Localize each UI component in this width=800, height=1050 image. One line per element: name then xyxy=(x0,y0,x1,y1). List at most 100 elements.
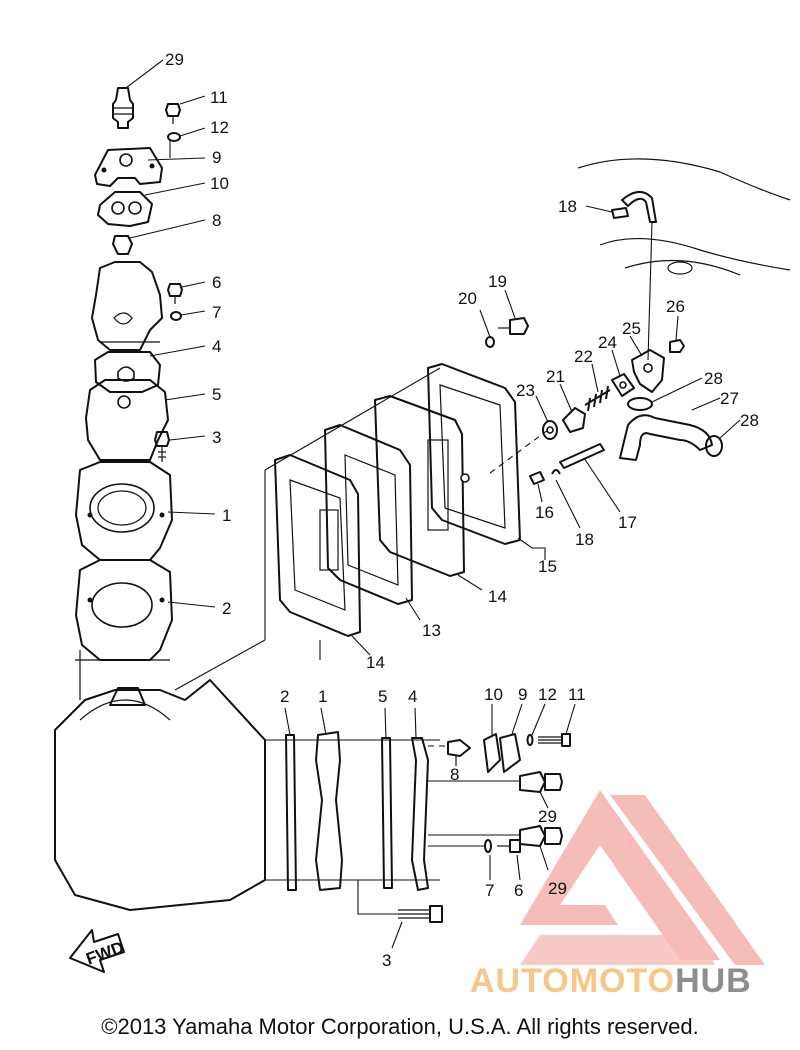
spark-plug-top xyxy=(112,87,134,129)
callout-3-bottom: 3 xyxy=(382,951,391,970)
plate-5-side xyxy=(381,737,393,889)
callout-24: 24 xyxy=(598,333,617,352)
copyright-notice: ©2013 Yamaha Motor Corporation, U.S.A. A… xyxy=(101,1014,699,1039)
outer-cover-1-top xyxy=(75,461,173,561)
anode-8-top xyxy=(112,235,133,255)
gasket-2-side xyxy=(285,734,297,891)
thermostat-21 xyxy=(562,407,586,433)
callout-5-top: 5 xyxy=(212,385,221,404)
callout-18-hose: 18 xyxy=(558,197,577,216)
bolt-6-side xyxy=(497,839,521,853)
washer-7-side xyxy=(484,839,492,853)
washer-7-top xyxy=(170,311,182,321)
callout-16: 16 xyxy=(535,503,554,522)
callout-28-a: 28 xyxy=(704,369,723,388)
callout-7-top: 7 xyxy=(212,303,221,322)
callout-17: 17 xyxy=(618,513,637,532)
callout-19: 19 xyxy=(488,272,507,291)
washer-12-side xyxy=(526,734,534,746)
callout-20: 20 xyxy=(458,289,477,308)
cover-plate-top xyxy=(91,261,163,351)
cover-9-top xyxy=(94,147,163,187)
callout-29-top: 29 xyxy=(165,50,184,69)
plate-5-top xyxy=(85,379,169,461)
anode-8-side xyxy=(447,739,471,766)
gasket-10-side xyxy=(483,733,501,773)
callout-10-bottom: 10 xyxy=(484,685,503,704)
watermark-logo xyxy=(520,790,765,965)
callout-27: 27 xyxy=(720,389,739,408)
callout-9-top: 9 xyxy=(212,148,221,167)
callout-15: 15 xyxy=(538,557,557,576)
gasket-4-top xyxy=(94,351,161,393)
watermark-text-part2: HUB xyxy=(675,962,752,1000)
callout-10-top: 10 xyxy=(210,174,229,193)
bolt-6-top xyxy=(167,283,183,304)
clamp-28-b xyxy=(705,435,723,457)
callout-21: 21 xyxy=(546,367,565,386)
callout-3-top: 3 xyxy=(212,428,221,447)
bolt-11-side xyxy=(538,733,571,747)
bolt-19 xyxy=(498,317,529,335)
callout-4-top: 4 xyxy=(212,337,221,356)
callout-14-b: 14 xyxy=(366,653,385,672)
callout-29-bottom: 29 xyxy=(548,879,567,898)
callout-13: 13 xyxy=(422,621,441,640)
sensor-29-bottom xyxy=(519,825,563,847)
callout-29-mid: 29 xyxy=(538,807,557,826)
clamp-28-a xyxy=(627,397,653,411)
cover-25 xyxy=(631,349,665,393)
gasket-24 xyxy=(611,373,635,397)
callout-14-a: 14 xyxy=(488,587,507,606)
fwd-label: FWD xyxy=(84,938,127,969)
seal-23 xyxy=(542,420,558,440)
bolt-11-top xyxy=(165,103,181,124)
washer-12-top xyxy=(167,132,181,142)
watermark-text: AUTOMOTOHUB xyxy=(470,962,752,1001)
callout-6-bottom: 6 xyxy=(514,881,523,900)
gasket-10-top xyxy=(97,191,153,227)
cover-9-side xyxy=(499,733,521,773)
callout-labels: 29 11 12 9 10 8 6 7 4 5 3 1 2 20 19 18 2… xyxy=(165,50,759,970)
washer-20 xyxy=(485,336,495,348)
callout-9-bottom: 9 xyxy=(518,685,527,704)
callout-23: 23 xyxy=(516,381,535,400)
gasket-4-side xyxy=(411,737,429,891)
cover-15 xyxy=(427,363,521,545)
gasket-14-rear xyxy=(374,395,465,577)
callout-6-top: 6 xyxy=(212,273,221,292)
watermark-text-part1: AUTOMOTO xyxy=(470,962,676,1000)
callout-7-bottom: 7 xyxy=(485,881,494,900)
bolt-26 xyxy=(669,339,685,353)
callout-2-bottom: 2 xyxy=(280,687,289,706)
cylinder-block xyxy=(54,650,266,911)
pin-16 xyxy=(529,471,545,485)
callout-26: 26 xyxy=(666,297,685,316)
hose-engine-top xyxy=(577,158,791,276)
gasket-2-top xyxy=(75,559,173,661)
callout-8-top: 8 xyxy=(212,211,221,230)
hose-27 xyxy=(619,414,713,461)
outer-cover-1-side xyxy=(315,731,343,891)
callout-28-b: 28 xyxy=(740,411,759,430)
callout-1-top: 1 xyxy=(222,506,231,525)
spring-22 xyxy=(584,385,611,412)
clip-18-lower xyxy=(551,469,561,475)
callout-4-bottom: 4 xyxy=(408,687,417,706)
callout-1-bottom: 1 xyxy=(318,687,327,706)
callout-25: 25 xyxy=(622,319,641,338)
callout-5-bottom: 5 xyxy=(378,687,387,706)
callout-22: 22 xyxy=(574,347,593,366)
callout-8-bottom: 8 xyxy=(450,765,459,784)
sensor-29-mid xyxy=(519,771,563,793)
bolt-3-top xyxy=(154,431,170,462)
pipe-17 xyxy=(559,443,605,469)
callout-2-top: 2 xyxy=(222,599,231,618)
bolt-3-bottom xyxy=(398,905,443,923)
fwd-arrow: FWD xyxy=(69,929,127,973)
callout-11-bottom: 11 xyxy=(568,685,586,704)
callout-18-clip: 18 xyxy=(575,530,594,549)
callout-12-bottom: 12 xyxy=(538,685,557,704)
clip-18-upper xyxy=(611,207,629,219)
callout-12-top: 12 xyxy=(210,118,229,137)
